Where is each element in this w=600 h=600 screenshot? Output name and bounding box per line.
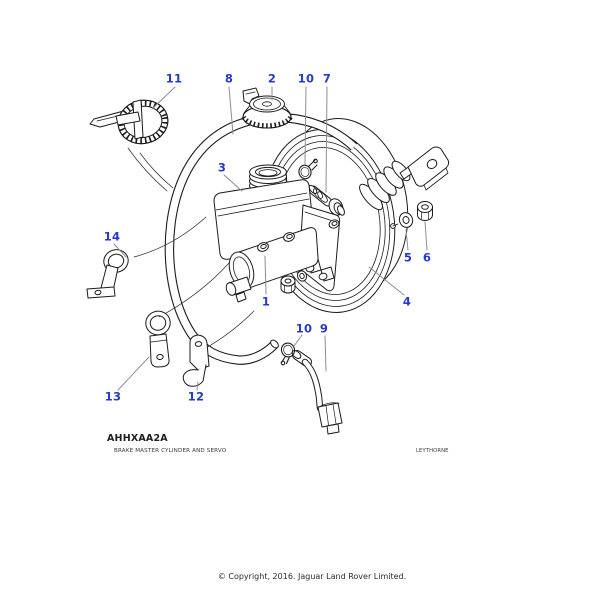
drawing-caption: BRAKE MASTER CYLINDER AND SERVO — [114, 448, 227, 454]
filler-cap-drawing — [241, 87, 293, 129]
leader-lines — [113, 86, 428, 391]
plant-label: LEYTHORNE — [416, 448, 449, 454]
callout-8[interactable]: 8 — [224, 71, 234, 86]
callout-6[interactable]: 6 — [422, 250, 432, 265]
drawing-code: AHHXAA2A — [107, 433, 168, 444]
band-clamp-11-drawing — [89, 99, 169, 145]
callout-1[interactable]: 1 — [261, 294, 271, 309]
clip-13-drawing — [145, 310, 171, 368]
hose-clamp-10-top-drawing — [298, 158, 318, 180]
callout-5[interactable]: 5 — [403, 250, 413, 265]
callout-2[interactable]: 2 — [267, 71, 277, 86]
callout-13[interactable]: 13 — [104, 389, 122, 404]
callout-3[interactable]: 3 — [217, 160, 227, 175]
master-cylinder-drawing — [225, 204, 341, 303]
callout-7[interactable]: 7 — [322, 71, 332, 86]
clip-12-drawing — [182, 334, 210, 387]
nut-6-drawing — [417, 201, 433, 221]
callout-9[interactable]: 9 — [319, 321, 329, 336]
callout-12[interactable]: 12 — [187, 389, 205, 404]
callout-11[interactable]: 11 — [165, 71, 183, 86]
hose-clamp-10-bottom-drawing — [280, 342, 296, 366]
outlet-pipe-9-drawing — [291, 350, 343, 435]
copyright-notice: © Copyright, 2016. Jaguar Land Rover Lim… — [217, 572, 407, 581]
callout-10-bottom[interactable]: 10 — [295, 321, 313, 336]
clip-position-guide-lines — [127, 147, 255, 350]
elbow-connector-drawing — [308, 184, 345, 216]
callout-4[interactable]: 4 — [402, 294, 412, 309]
callout-10-top[interactable]: 10 — [297, 71, 315, 86]
pushrod-clevis-drawing — [359, 146, 450, 211]
callout-14[interactable]: 14 — [103, 229, 121, 244]
washer-5-drawing — [398, 212, 414, 228]
clip-14-drawing — [86, 249, 129, 299]
